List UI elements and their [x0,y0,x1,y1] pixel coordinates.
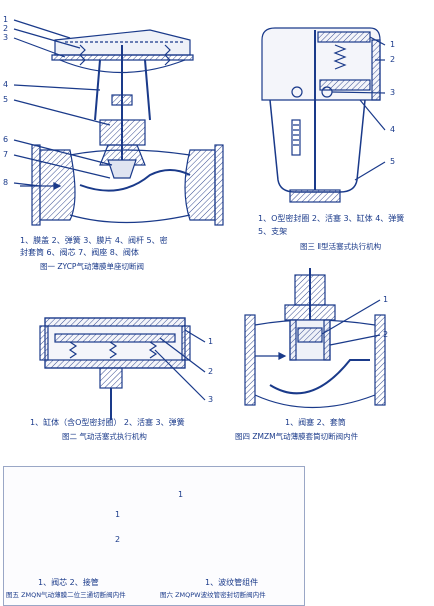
fig4-callout-1: 1 [383,295,389,304]
fig6-legend: 1、波纹管组件 [205,578,259,587]
fig1-callout-2: 2 [3,24,9,33]
fig3-callout-1: 1 [390,40,396,49]
fig1-callout-3: 3 [3,33,9,42]
fig1-callout-4: 4 [3,80,9,89]
fig4-callout-2: 2 [383,330,389,339]
fig1-legend-line1: 1、膜盖 2、弹簧 3、膜片 4、阀杆 5、密 [20,236,168,245]
bottom-figures-panel [3,466,305,606]
fig5-callout-1: 1 [115,510,121,519]
fig4-legend: 1、阀塞 2、套筒 [285,418,346,427]
fig6-caption: 图六 ZMQPW波纹管密封切断阀内件 [160,591,266,599]
fig3-callout-2: 2 [390,55,396,64]
fig2-drawing [39,317,206,420]
fig3-legend-line2: 5、支架 [258,227,288,236]
fig5-caption: 图五 ZMQN气动薄膜二位三通切断阀内件 [6,591,126,599]
fig2-callout-1: 1 [208,337,214,346]
fig1-callout-6: 6 [3,135,9,144]
fig2-caption: 图二 气动活塞式执行机构 [62,432,147,441]
fig1-callout-8: 8 [3,178,9,187]
fig2-callout-2: 2 [208,367,214,376]
fig4-drawing [244,268,386,409]
fig3-caption: 图三 Ⅱ型活塞式执行机构 [300,242,382,251]
fig1-caption: 图一 ZYCP气动薄膜单座切断阀 [40,262,144,271]
fig3-legend-line1: 1、O型密封圈 2、活塞 3、缸体 4、弹簧 [258,214,405,223]
fig1-drawing [13,19,224,226]
fig4-caption: 图四 ZMZM气动薄膜套筒切断阀内件 [235,432,359,441]
fig2-callout-3: 3 [208,395,214,404]
fig3-drawing [261,27,386,203]
fig3-callout-4: 4 [390,125,396,134]
fig6-callout-1: 1 [178,490,184,499]
fig1-callout-1: 1 [3,15,9,24]
fig1-callout-7: 7 [3,150,9,159]
fig5-legend: 1、阀芯 2、接管 [38,578,99,587]
fig1-legend-line2: 封套筒 6、阀芯 7、阀座 8、阀体 [20,248,139,257]
fig1-callout-5: 5 [3,95,9,104]
fig3-callout-5: 5 [390,157,396,166]
fig3-callout-3: 3 [390,88,396,97]
fig5-callout-2: 2 [115,535,121,544]
fig2-legend: 1、缸体（含O型密封圈） 2、活塞 3、弹簧 [30,418,185,427]
